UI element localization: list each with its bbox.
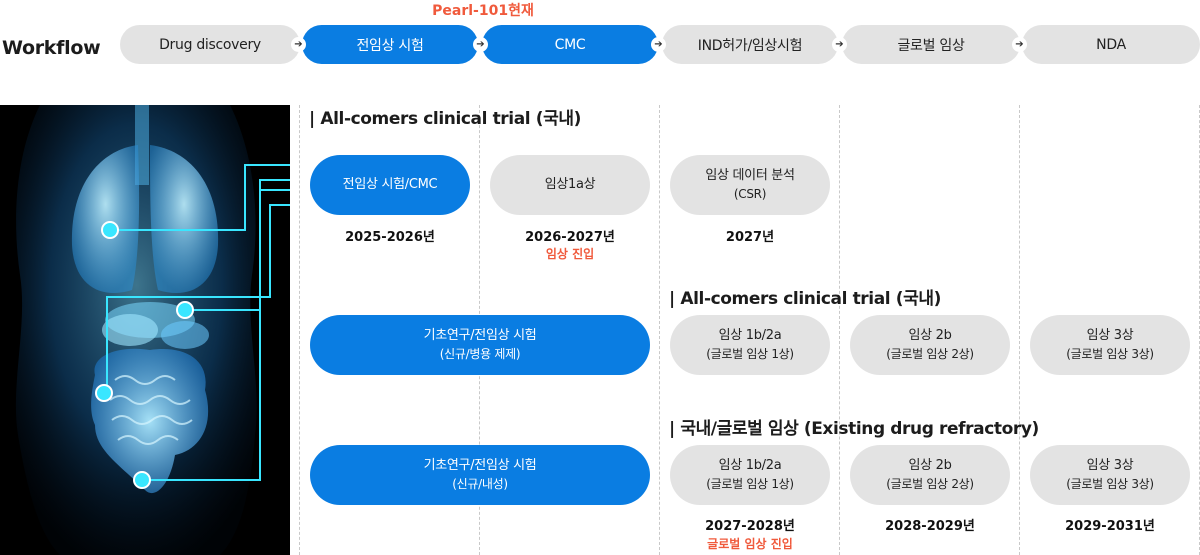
pill-label: 기초연구/전임상 시험 [423,327,537,343]
year-label: 2029-2031년 [1065,519,1155,534]
pill-sublabel: (신규/내성) [452,476,508,491]
column-divider [299,105,300,555]
pill-sublabel: (글로벌 임상 1상) [706,476,794,491]
workflow-label: Workflow [2,37,101,59]
pill-sublabel: (글로벌 임상 3상) [1066,476,1154,491]
year-label: 2027-2028년 [705,519,795,534]
arrow-right-icon: ➔ [473,37,488,52]
arrow-right-icon: ➔ [651,37,666,52]
pill-sublabel: (글로벌 임상 2상) [886,346,974,361]
pill-label: 전임상 시험/CMC [342,176,438,192]
pill-preclinical-cmc[interactable]: 전임상 시험/CMC [310,155,470,215]
pill-label: 임상 3상 [1086,327,1134,343]
pill-label: 임상 3상 [1086,457,1134,473]
pill-phase-1b-2a[interactable]: 임상 1b/2a (글로벌 임상 1상) [670,445,830,505]
pill-label: 기초연구/전임상 시험 [423,457,537,473]
section-title-refractory: | 국내/글로벌 임상 (Existing drug refractory) [669,419,1039,439]
section-title-allcomers-1: | All-comers clinical trial (국내) [309,109,581,129]
pill-sublabel: (글로벌 임상 1상) [706,346,794,361]
year-label: 2028-2029년 [885,519,975,534]
human-anatomy-illustration [0,105,290,555]
pill-sublabel: (글로벌 임상 2상) [886,476,974,491]
step-drug-discovery[interactable]: Drug discovery [120,25,300,64]
current-stage-badge: Pearl-101현재 [432,3,534,19]
milestone-note: 글로벌 임상 진입 [707,537,793,551]
year-label: 2026-2027년 [525,230,615,245]
pill-data-analysis[interactable]: 임상 데이터 분석 (CSR) [670,155,830,215]
anatomy-svg [15,105,290,555]
column-divider [659,105,660,555]
pill-label: 임상 2b [908,457,952,473]
column-divider [1019,105,1020,555]
pill-basic-research-resistance[interactable]: 기초연구/전임상 시험 (신규/내성) [310,445,650,505]
pill-label: 임상 데이터 분석 [705,167,795,183]
pill-label: 임상 1b/2a [718,327,782,343]
pill-sublabel: (신규/병용 제제) [439,346,521,361]
step-ind-approval[interactable]: IND허가/임상시험 [662,25,838,64]
pill-phase-2b[interactable]: 임상 2b (글로벌 임상 2상) [850,315,1010,375]
pill-phase-1a[interactable]: 임상1a상 [490,155,650,215]
arrow-right-icon: ➔ [832,37,847,52]
pill-phase-2b[interactable]: 임상 2b (글로벌 임상 2상) [850,445,1010,505]
step-nda[interactable]: NDA [1022,25,1200,64]
pill-sublabel: (글로벌 임상 3상) [1066,346,1154,361]
pill-phase-1b-2a[interactable]: 임상 1b/2a (글로벌 임상 1상) [670,315,830,375]
arrow-right-icon: ➔ [291,37,306,52]
year-label: 2025-2026년 [345,230,435,245]
step-global-trial[interactable]: 글로벌 임상 [842,25,1020,64]
section-title-allcomers-2: | All-comers clinical trial (국내) [669,289,941,309]
milestone-note: 임상 진입 [545,247,595,261]
pill-label: 임상1a상 [544,176,596,192]
pill-phase-3[interactable]: 임상 3상 (글로벌 임상 3상) [1030,315,1190,375]
pill-label: 임상 1b/2a [718,457,782,473]
step-cmc[interactable]: CMC [482,25,658,64]
pill-phase-3[interactable]: 임상 3상 (글로벌 임상 3상) [1030,445,1190,505]
year-label: 2027년 [725,230,775,245]
step-preclinical[interactable]: 전임상 시험 [302,25,478,64]
column-divider [839,105,840,555]
pill-label: 임상 2b [908,327,952,343]
pill-sublabel: (CSR) [733,186,767,201]
pill-basic-research-combo[interactable]: 기초연구/전임상 시험 (신규/병용 제제) [310,315,650,375]
arrow-right-icon: ➔ [1012,37,1027,52]
